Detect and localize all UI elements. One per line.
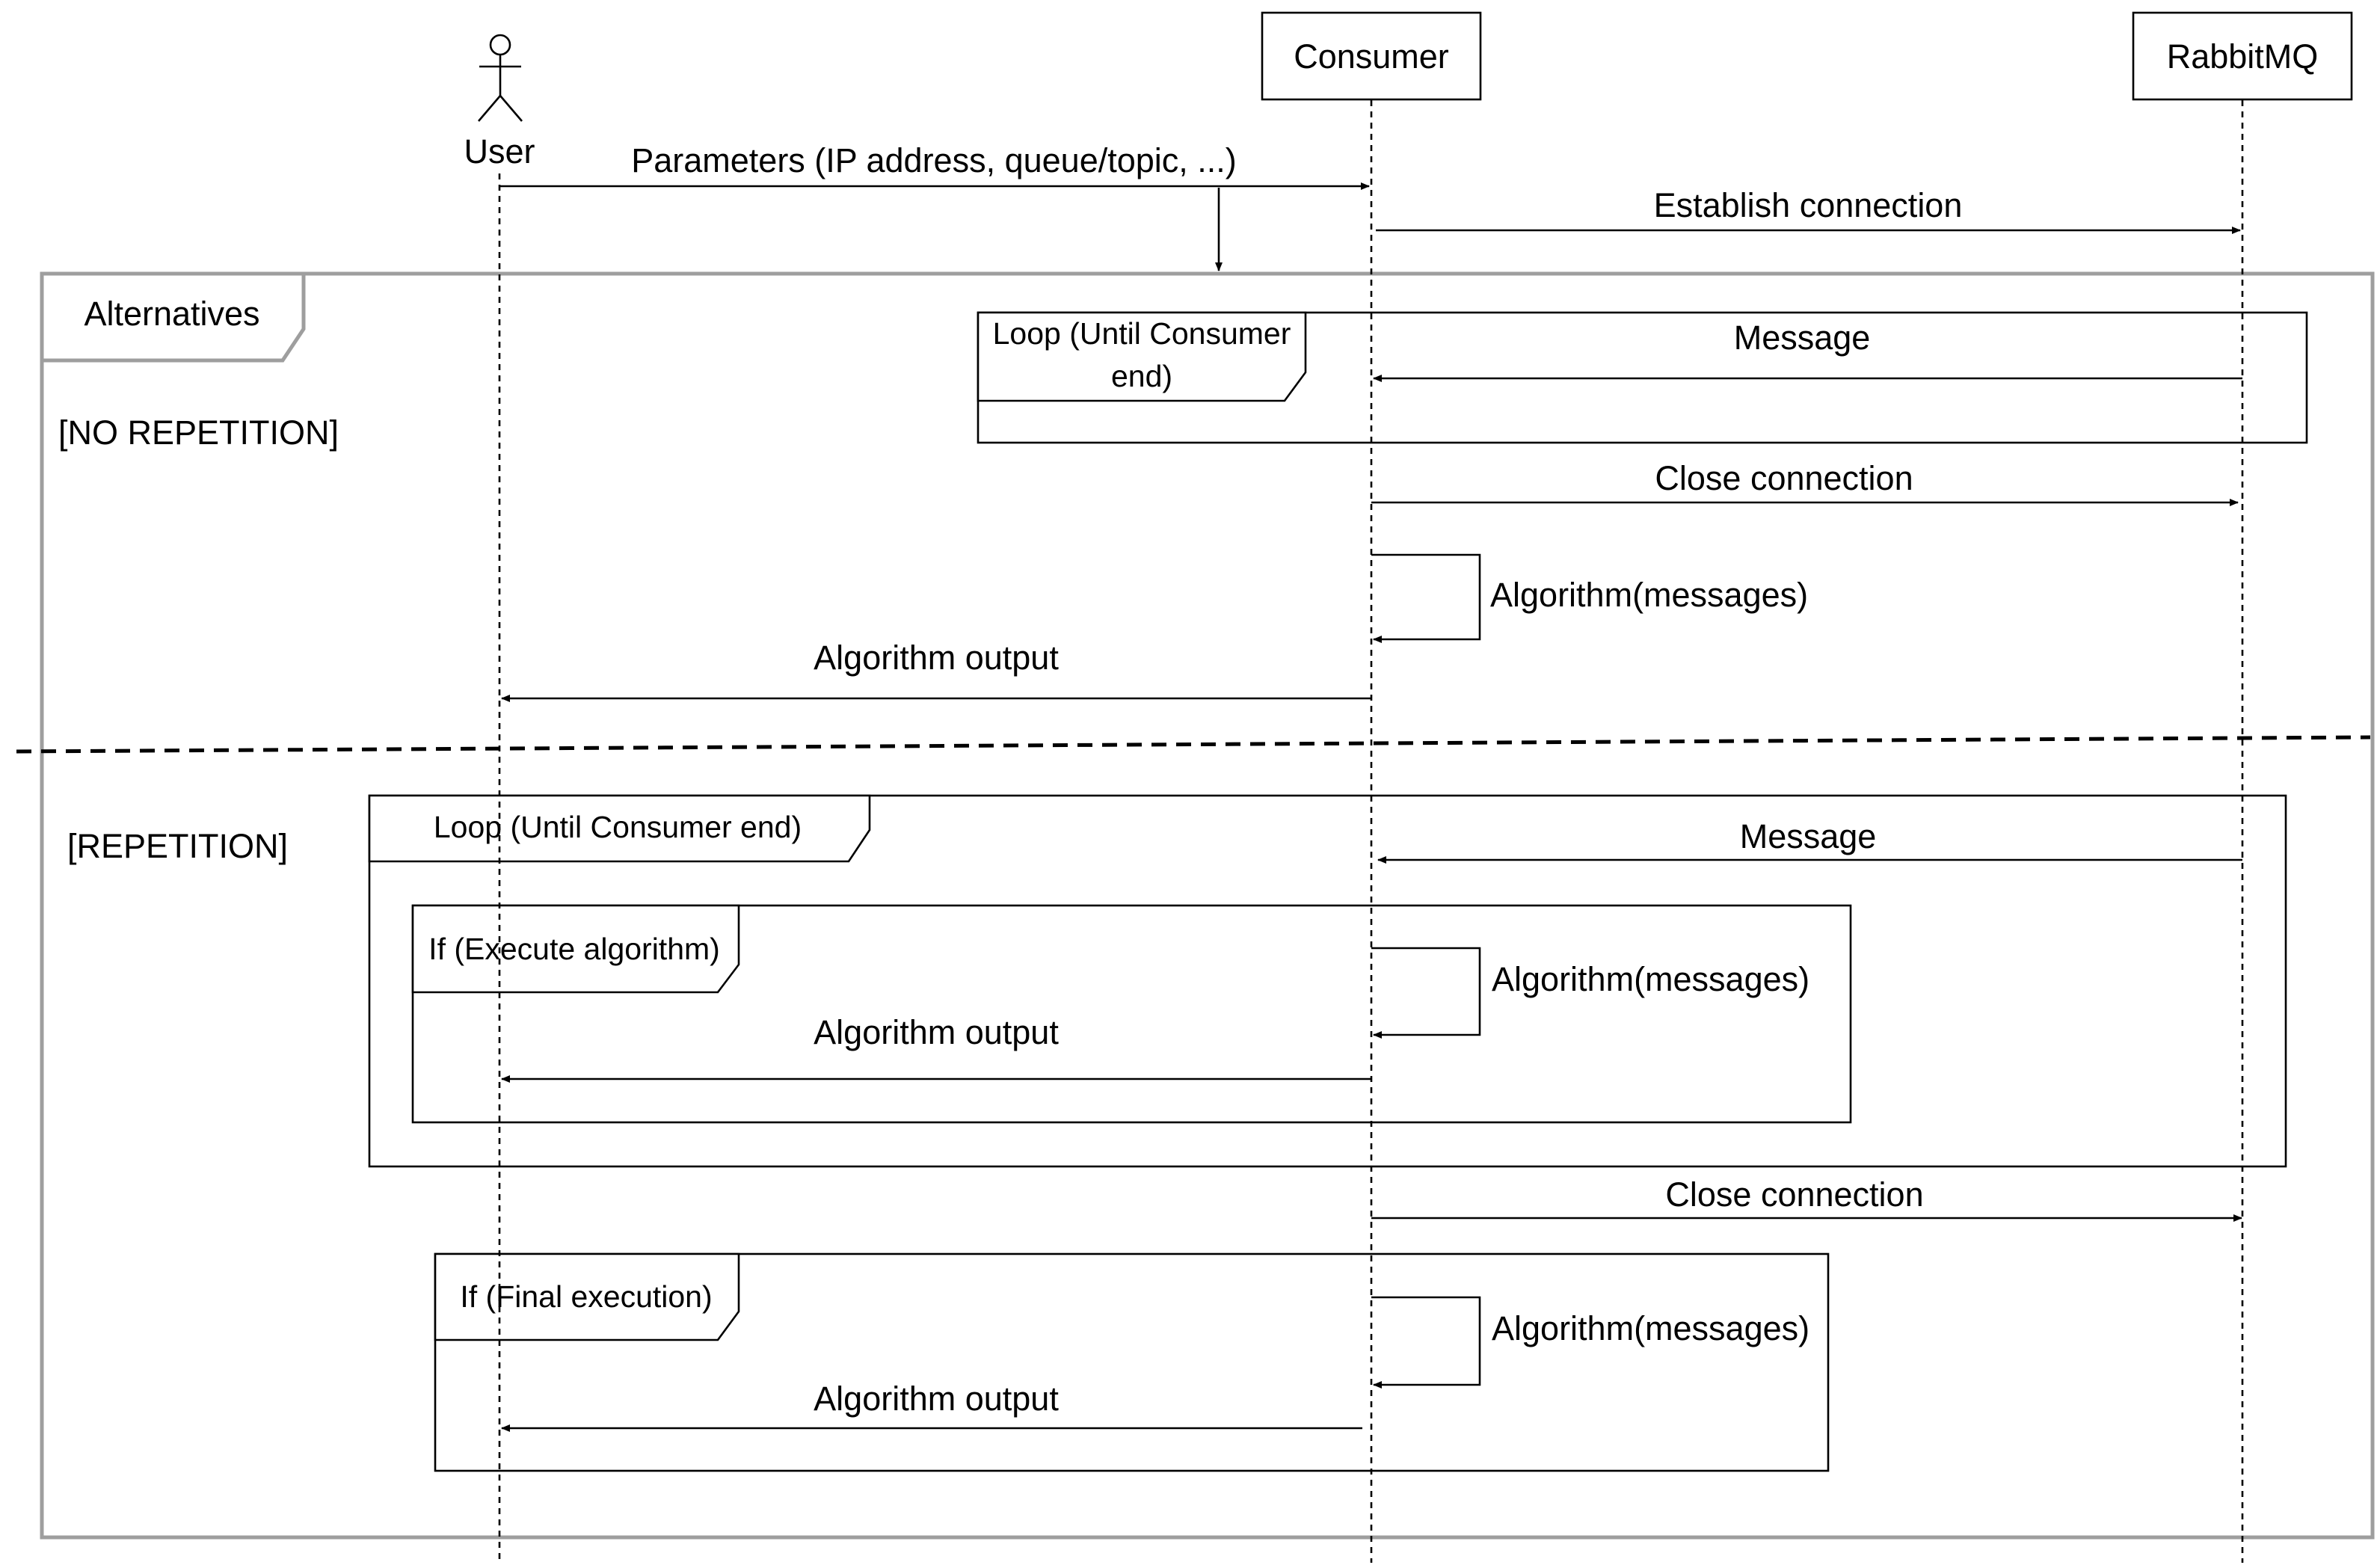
user-actor-icon xyxy=(478,34,523,122)
user-label: User xyxy=(464,132,535,170)
establish-connection-label: Establish connection xyxy=(1654,186,1963,224)
if-final-frame-tab xyxy=(434,1252,740,1341)
message-label-repetition: Message xyxy=(1740,817,1877,855)
no-repetition-guard: [NO REPETITION] xyxy=(58,413,339,452)
parameters-label: Parameters (IP address, queue/topic, ...… xyxy=(631,141,1237,179)
algorithm-label-final: Algorithm(messages) xyxy=(1492,1309,1809,1347)
algorithm-label-repetition: Algorithm(messages) xyxy=(1492,960,1809,998)
rabbitmq-label: RabbitMQ xyxy=(2167,37,2319,76)
alternatives-frame-tab xyxy=(40,271,306,363)
if-final-label: If (Final execution) xyxy=(460,1279,712,1314)
consumer-box xyxy=(1261,11,1482,101)
algorithm-self-call-repetition xyxy=(1371,947,1481,1039)
alternatives-frame xyxy=(40,271,2375,1540)
loop-frame-repetition-tab xyxy=(368,794,871,863)
alternatives-separator xyxy=(16,735,2371,754)
loop-frame-no-repetition-tab xyxy=(977,311,1307,402)
message-label-no-repetition: Message xyxy=(1734,319,1871,357)
algorithm-label-no-repetition: Algorithm(messages) xyxy=(1490,576,1808,614)
close-connection-label-repetition: Close connection xyxy=(1665,1175,1923,1214)
algorithm-self-call-no-repetition xyxy=(1371,553,1481,643)
repetition-guard: [REPETITION] xyxy=(67,827,288,865)
close-connection-label-no-repetition: Close connection xyxy=(1655,459,1913,497)
loop-label-line-2: end) xyxy=(1111,359,1172,393)
algorithm-output-label-no-repetition: Algorithm output xyxy=(814,639,1059,677)
rabbitmq-box xyxy=(2132,11,2353,101)
loop-repetition-label: Loop (Until Consumer end) xyxy=(434,810,802,844)
alternatives-label: Alternatives xyxy=(84,295,259,333)
algorithm-output-label-final: Algorithm output xyxy=(814,1380,1059,1418)
loop-label-line-1: Loop (Until Consumer xyxy=(993,316,1291,351)
consumer-label: Consumer xyxy=(1294,37,1449,76)
algorithm-self-call-final xyxy=(1371,1296,1481,1389)
if-execute-frame-tab xyxy=(411,904,740,994)
algorithm-output-label-repetition: Algorithm output xyxy=(814,1013,1059,1051)
if-execute-label: If (Execute algorithm) xyxy=(428,932,720,966)
